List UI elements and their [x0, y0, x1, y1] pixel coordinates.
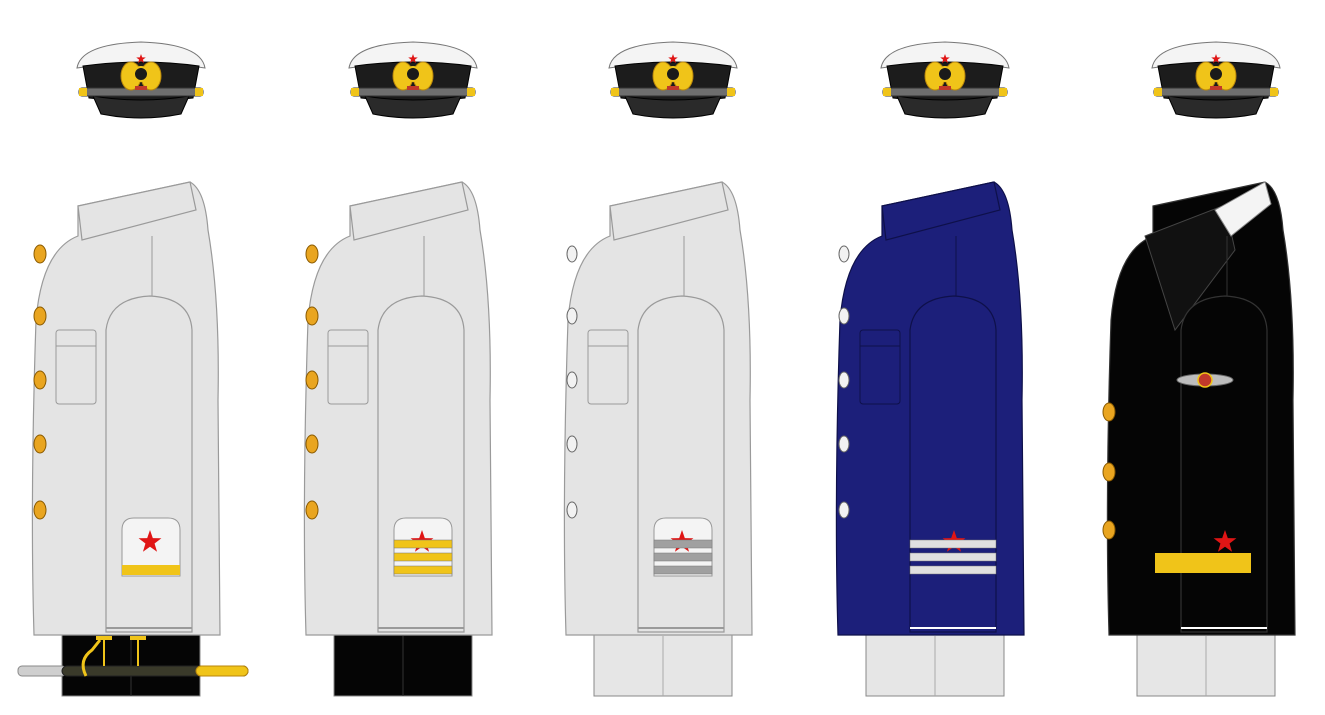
cuff-stripe-2	[393, 552, 453, 562]
jacket-collar	[881, 181, 1001, 241]
uniform-1	[17, 41, 249, 697]
button-5	[566, 501, 578, 519]
button-2	[1102, 462, 1116, 482]
cap-visor	[364, 95, 462, 119]
peaked-cap	[608, 41, 738, 119]
uniform-4	[835, 41, 1025, 697]
button-4	[566, 435, 578, 453]
button-2	[838, 307, 850, 325]
peaked-cap	[880, 41, 1010, 119]
button-3	[566, 371, 578, 389]
cap-badge-ribbon	[135, 86, 147, 90]
cuff-stripe-3	[653, 565, 713, 575]
button-3	[1102, 520, 1116, 540]
cuff-stripe-3	[909, 565, 997, 575]
uniform-3	[563, 41, 753, 697]
button-1	[1102, 402, 1116, 422]
button-1	[566, 245, 578, 263]
sword-guard	[81, 639, 102, 677]
cuff-stripe-1	[1155, 553, 1251, 573]
button-2	[33, 306, 47, 326]
chest-pocket	[587, 329, 629, 405]
button-5	[33, 500, 47, 520]
button-3	[838, 371, 850, 389]
cuff-stripe-3	[393, 565, 453, 575]
jacket-collar	[77, 181, 197, 241]
button-5	[838, 501, 850, 519]
button-3	[33, 370, 47, 390]
cuff-stripe-2	[909, 552, 997, 562]
cuff-stripe-1	[122, 565, 180, 575]
chest-pocket	[859, 329, 901, 405]
cap-visor	[896, 95, 994, 119]
button-5	[305, 500, 319, 520]
cap-strap-button-left	[351, 88, 359, 96]
sword-hanger-2	[130, 636, 146, 640]
cap-badge-ribbon	[939, 86, 951, 90]
sword-grip	[17, 665, 67, 677]
cap-badge-ribbon	[407, 86, 419, 90]
button-2	[566, 307, 578, 325]
peaked-cap	[76, 41, 206, 119]
jacket-collar	[349, 181, 469, 241]
peaked-cap	[348, 41, 478, 119]
cap-strap-button-right	[195, 88, 203, 96]
button-1	[33, 244, 47, 264]
jacket-collar	[609, 181, 729, 241]
button-2	[305, 306, 319, 326]
cap-visor	[624, 95, 722, 119]
cap-strap-button-right	[999, 88, 1007, 96]
button-1	[838, 245, 850, 263]
cap-strap-button-left	[883, 88, 891, 96]
sleeve	[1180, 295, 1268, 633]
uniform-2	[303, 41, 493, 697]
button-4	[838, 435, 850, 453]
sword-hanger-1	[96, 636, 112, 640]
button-3	[305, 370, 319, 390]
sword-tip	[195, 665, 249, 677]
cap-strap-button-left	[611, 88, 619, 96]
jacket-lapel	[1144, 204, 1236, 332]
uniform-5	[1102, 41, 1296, 697]
cuff-stripe-2	[653, 552, 713, 562]
cap-strap-button-right	[467, 88, 475, 96]
button-4	[305, 434, 319, 454]
sleeve	[105, 295, 193, 633]
cap-visor	[92, 95, 190, 119]
winged-emblem-center	[1197, 372, 1213, 388]
anchor-icon	[937, 66, 953, 82]
cap-strap-button-right	[727, 88, 735, 96]
shirt-collar	[1214, 181, 1272, 237]
cuff-stripe-1	[393, 539, 453, 549]
anchor-icon	[405, 66, 421, 82]
anchor-icon	[133, 66, 149, 82]
chest-pocket	[327, 329, 369, 405]
peaked-cap	[1151, 41, 1281, 119]
sleeve	[377, 295, 465, 633]
sword-icon	[17, 636, 249, 677]
button-1	[305, 244, 319, 264]
cuff-stripe-1	[909, 539, 997, 549]
cap-strap-button-left	[1154, 88, 1162, 96]
button-4	[33, 434, 47, 454]
cap-badge-ribbon	[667, 86, 679, 90]
chest-pocket	[55, 329, 97, 405]
anchor-icon	[665, 66, 681, 82]
sleeve	[909, 295, 997, 633]
cap-visor	[1167, 95, 1265, 119]
anchor-icon	[1208, 66, 1224, 82]
sleeve	[637, 295, 725, 633]
cap-strap-button-left	[79, 88, 87, 96]
cap-strap-button-right	[1270, 88, 1278, 96]
cap-badge-ribbon	[1210, 86, 1222, 90]
cuff-stripe-1	[653, 539, 713, 549]
